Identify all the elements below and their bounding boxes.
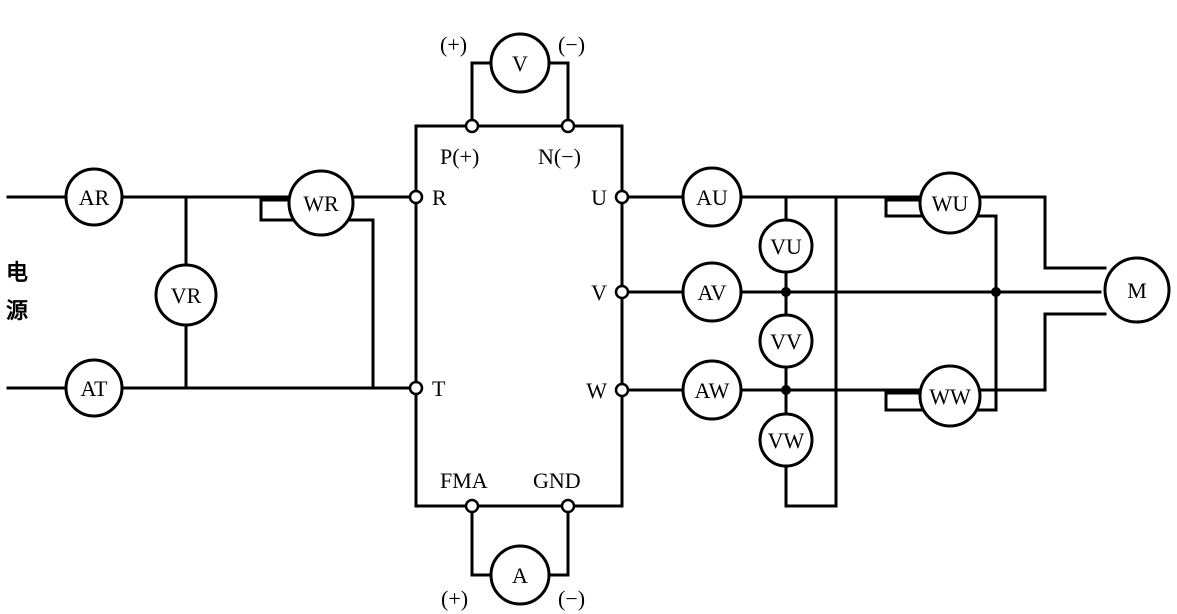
meter-at: AT: [64, 358, 124, 418]
label-v: V: [591, 280, 607, 305]
power-source-char-1: 电: [6, 261, 28, 286]
meter-ww: WW: [918, 364, 982, 428]
meter-vv: VV: [758, 313, 814, 369]
label-r: R: [432, 185, 447, 210]
label-n: N(−): [538, 144, 581, 169]
meter-a-output: A: [489, 544, 551, 606]
terminal-w: [614, 382, 630, 398]
meter-vu: VU: [758, 218, 814, 274]
meter-wu: WU: [918, 171, 982, 235]
terminal-v: [614, 284, 630, 300]
meter-vw: VW: [758, 412, 814, 468]
terminal-gnd: [560, 498, 576, 514]
meter-ww-label: WW: [929, 384, 971, 409]
motor-label: M: [1127, 278, 1147, 303]
label-gnd: GND: [533, 468, 581, 493]
meter-v-dc: V: [489, 32, 551, 94]
meter-vu-label: VU: [770, 234, 802, 259]
meter-v-dc-label: V: [512, 51, 528, 76]
terminals: [408, 118, 630, 514]
a-minus-label: (−): [558, 586, 585, 611]
terminal-p: [464, 118, 480, 134]
terminal-fma: [464, 498, 480, 514]
meter-a-output-label: A: [512, 563, 528, 588]
terminal-r: [408, 189, 424, 205]
meter-vr: VR: [154, 263, 218, 327]
meter-vw-label: VW: [768, 428, 805, 453]
meter-at-label: AT: [81, 376, 108, 401]
wires: [6, 61, 1107, 577]
meter-av: AV: [681, 261, 743, 323]
motor: M: [1103, 256, 1171, 324]
meter-wr-label: WR: [303, 191, 339, 216]
meter-ar: AR: [64, 167, 124, 227]
meters: AR AT VR WR V A AU AV: [64, 32, 1171, 606]
terminal-labels: P(+) N(−) R T U V W FMA GND: [432, 144, 607, 493]
power-source-label: 电 源: [6, 261, 28, 324]
meter-aw: AW: [681, 359, 743, 421]
terminal-u: [614, 189, 630, 205]
label-u: U: [591, 185, 607, 210]
meter-wr: WR: [287, 169, 355, 237]
label-t: T: [432, 376, 446, 401]
meter-wu-label: WU: [932, 191, 969, 216]
label-fma: FMA: [440, 468, 488, 493]
terminal-n: [560, 118, 576, 134]
label-p: P(+): [440, 144, 479, 169]
meter-vv-label: VV: [770, 329, 802, 354]
label-w: W: [586, 378, 607, 403]
junction-dots: [781, 287, 1001, 395]
meter-ar-label: AR: [79, 185, 110, 210]
meter-vr-label: VR: [171, 283, 202, 308]
meter-au: AU: [681, 166, 743, 228]
meter-au-label: AU: [696, 185, 728, 210]
meter-aw-label: AW: [695, 378, 730, 403]
meter-av-label: AV: [698, 280, 727, 305]
polarity-labels: (+) (−) (+) (−): [440, 32, 585, 611]
terminal-t: [408, 380, 424, 396]
v-minus-label: (−): [558, 32, 585, 57]
a-plus-label: (+): [441, 586, 468, 611]
v-plus-label: (+): [440, 32, 467, 57]
power-source-char-2: 源: [6, 299, 28, 324]
